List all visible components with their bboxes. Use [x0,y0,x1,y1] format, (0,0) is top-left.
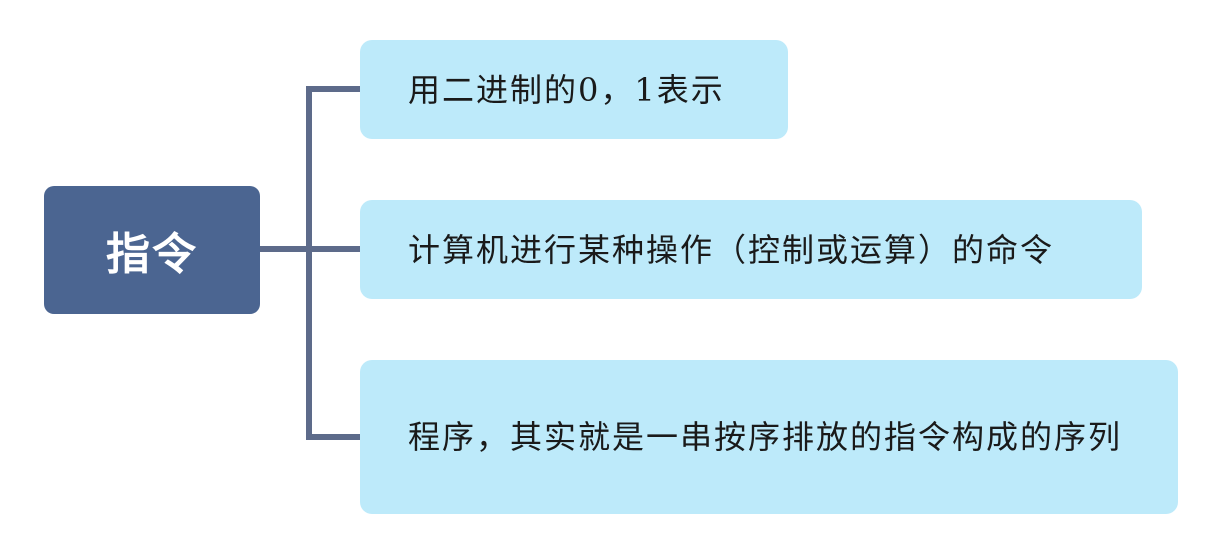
connector-branch-1 [306,86,360,92]
connector-branch-3 [306,434,360,440]
child-label-command: 计算机进行某种操作（控制或运算）的命令 [408,230,1055,269]
child-node-program: 程序，其实就是一串按序排放的指令构成的序列 [360,360,1178,514]
connector-root-stub [260,246,310,252]
connector-branch-2 [306,246,360,252]
child-node-command: 计算机进行某种操作（控制或运算）的命令 [360,200,1142,299]
child-label-binary: 用二进制的0，1表示 [408,70,725,109]
root-node: 指令 [44,186,260,314]
connector-vertical-bar [306,86,312,440]
child-node-binary: 用二进制的0，1表示 [360,40,788,139]
root-label: 指令 [106,229,198,280]
child-label-program: 程序，其实就是一串按序排放的指令构成的序列 [408,418,1123,456]
